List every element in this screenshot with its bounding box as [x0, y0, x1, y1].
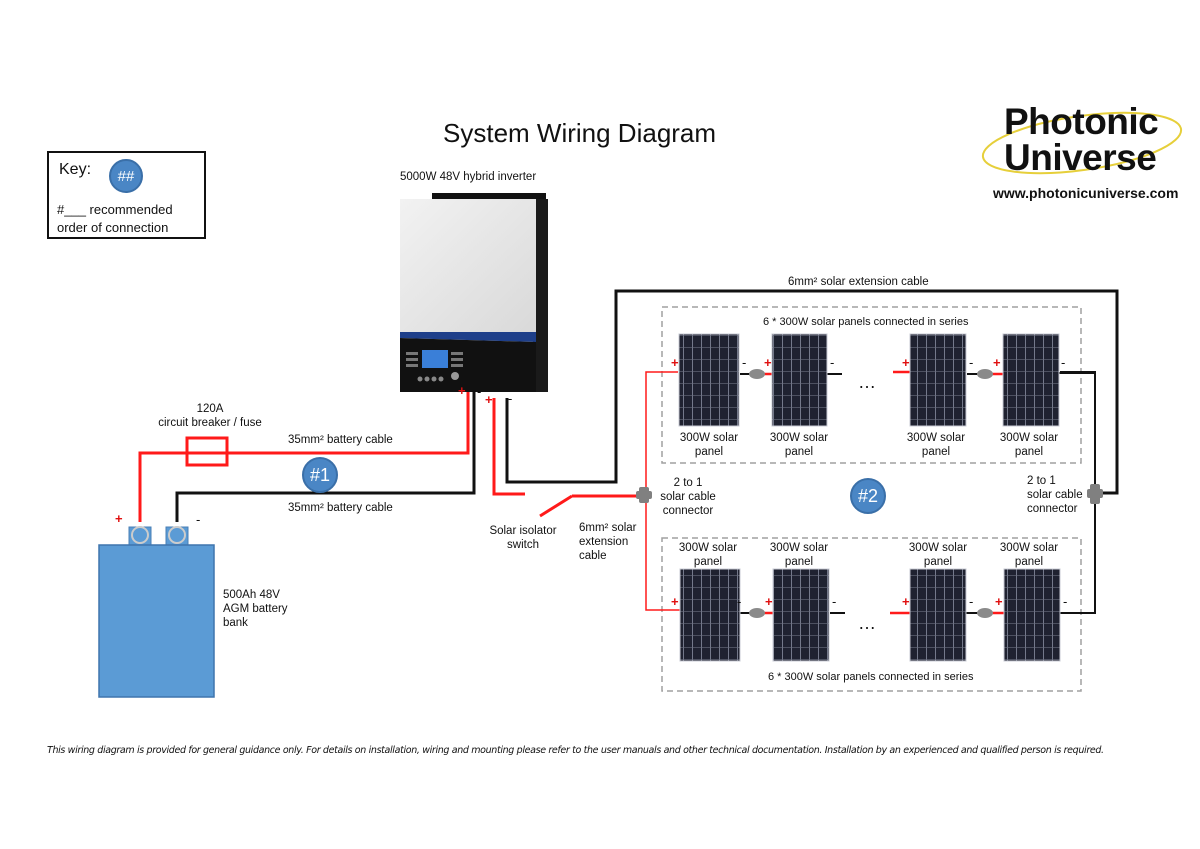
- panel-minus: -: [742, 355, 747, 370]
- breaker-label: 120A circuit breaker / fuse: [158, 403, 262, 429]
- disclaimer: This wiring diagram is provided for gene…: [47, 745, 1104, 756]
- inverter-battery-plus: +: [458, 383, 466, 398]
- battery-positive-wire: [138, 392, 470, 522]
- circuit-breaker: [185, 436, 229, 467]
- panel-plus: +: [671, 594, 679, 609]
- battery-bank: [98, 526, 215, 698]
- panel-minus: -: [969, 355, 974, 370]
- solar-panel: [772, 568, 830, 662]
- panel-minus: -: [737, 594, 742, 609]
- solar-panel: [1002, 333, 1060, 427]
- solar-panel: [679, 568, 741, 662]
- logo-swoosh: [981, 111, 1183, 175]
- isolator-switch-lever: [539, 494, 573, 518]
- battery-negative-cable-label: 35mm² battery cable: [288, 502, 393, 514]
- more-panels-ellipsis-top: …: [858, 372, 876, 392]
- solar-top-cable-label: 6mm² solar extension cable: [788, 276, 929, 288]
- bottom-array-label: 6 * 300W solar panels connected in serie…: [768, 671, 974, 683]
- more-panels-ellipsis-bottom: …: [858, 613, 876, 633]
- key-description: #___ recommended order of connection: [57, 202, 173, 235]
- inverter-label: 5000W 48V hybrid inverter: [400, 171, 537, 183]
- key-legend: Key: ## #___ recommended order of connec…: [47, 151, 206, 239]
- solar-panel: [909, 333, 967, 427]
- left-connector-bus-bottom: [645, 500, 680, 611]
- pv-negative-wire: [505, 289, 1119, 495]
- inverter-battery-minus: -: [477, 384, 482, 399]
- battery-positive-cable-label: 35mm² battery cable: [288, 434, 393, 446]
- right-2to1-connector: [1087, 484, 1103, 504]
- key-title: Key:: [59, 161, 92, 178]
- right-connector-bus-top: [1060, 371, 1096, 487]
- pv-positive-wire: [492, 398, 525, 496]
- top-row-wiring: [740, 369, 1095, 379]
- panel-minus: -: [1063, 594, 1068, 609]
- panel-plus: +: [902, 355, 910, 370]
- inverter-pv-plus: +: [485, 392, 493, 407]
- panel-plus: +: [671, 355, 679, 370]
- bottom-row-wiring: [740, 608, 1095, 618]
- battery-minus: -: [196, 512, 201, 527]
- step-badge-2: #2: [850, 478, 886, 514]
- left-connector-bus-top: [645, 371, 678, 490]
- panel-minus: -: [969, 594, 974, 609]
- left-2to1-connector: [636, 487, 652, 503]
- right-connector-bus-bottom: [1064, 500, 1096, 614]
- right-connector-label: 2 to 1 solar cable connector: [1027, 475, 1083, 515]
- isolator-label: Solar isolator switch: [489, 525, 557, 551]
- panel-plus: +: [902, 594, 910, 609]
- solar-panel: [909, 568, 967, 662]
- brand-url[interactable]: www.photonicuniverse.com: [993, 185, 1179, 201]
- panel-minus: -: [1061, 355, 1066, 370]
- hybrid-inverter: [400, 193, 548, 392]
- brand-logo: Photonic Universe: [1004, 101, 1159, 178]
- battery-label: 500Ah 48V AGM battery bank: [223, 589, 288, 629]
- panel-plus: +: [765, 594, 773, 609]
- step-badge-1: #1: [302, 457, 338, 493]
- key-badge: ##: [109, 159, 143, 193]
- top-array-label: 6 * 300W solar panels connected in serie…: [763, 316, 969, 328]
- left-connector-label: 2 to 1 solar cable connector: [660, 477, 716, 517]
- solar-panel: [771, 333, 828, 427]
- solar-panel: [1003, 568, 1061, 662]
- top-array-box: [661, 306, 1082, 464]
- inverter-pv-minus: -: [508, 391, 513, 406]
- panel-plus: +: [764, 355, 772, 370]
- solar-panel: [678, 333, 740, 427]
- bottom-array-box: [661, 537, 1082, 692]
- panel-minus: -: [832, 594, 837, 609]
- panel-plus: +: [993, 355, 1001, 370]
- battery-negative-wire: [175, 392, 476, 522]
- solar-extension-cable-label: 6mm² solar extension cable: [579, 522, 637, 562]
- panel-minus: -: [830, 355, 835, 370]
- panel-plus: +: [995, 594, 1003, 609]
- battery-plus: +: [115, 511, 123, 526]
